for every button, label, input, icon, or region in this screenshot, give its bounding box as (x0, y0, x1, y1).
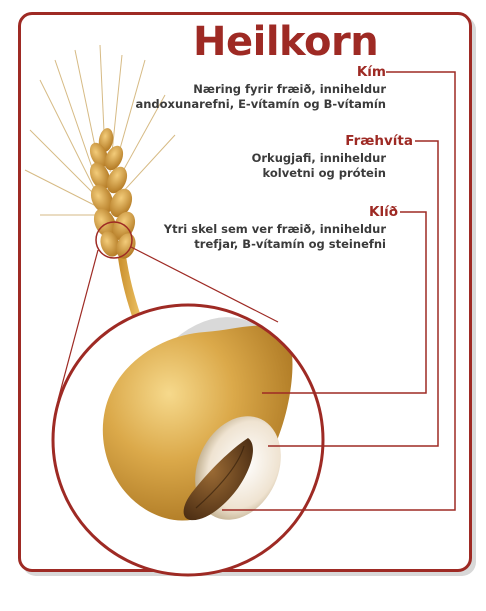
desc-germ: Næring fyrir fræið, inniheldur andoxunar… (135, 82, 386, 112)
label-bran: Klíð (369, 206, 398, 220)
desc-bran: Ytri skel sem ver fræið, inniheldur tref… (164, 222, 386, 252)
page-title: Heilkorn (193, 22, 378, 62)
label-endosperm: Fræhvíta (345, 135, 413, 149)
desc-bran-line-2: trefjar, B-vítamín og steinefni (164, 237, 386, 252)
desc-bran-line-1: Ytri skel sem ver fræið, inniheldur (164, 222, 386, 237)
desc-germ-line-1: Næring fyrir fræið, inniheldur (135, 82, 386, 97)
desc-germ-line-2: andoxunarefni, E-vítamín og B-vítamín (135, 97, 386, 112)
magnified-kernel (53, 290, 323, 575)
desc-endosperm-line-2: kolvetni og prótein (252, 166, 386, 181)
desc-endosperm: Orkugjafi, inniheldur kolvetni og prótei… (252, 151, 386, 181)
desc-endosperm-line-1: Orkugjafi, inniheldur (252, 151, 386, 166)
label-germ: Kím (357, 66, 386, 80)
